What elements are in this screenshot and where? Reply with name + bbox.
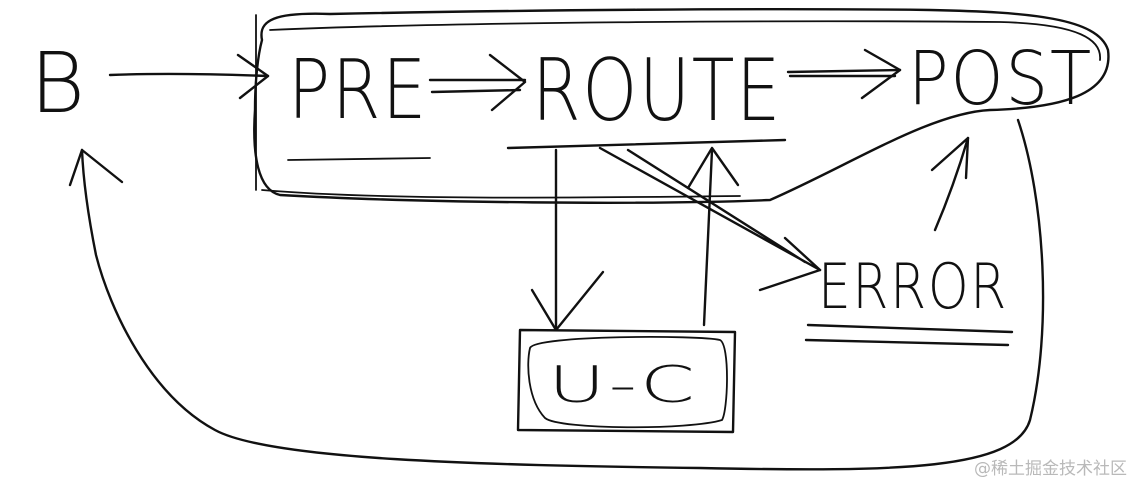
edge-post-to-b-arrowhead <box>68 148 124 187</box>
edge-post-to-b <box>80 118 1045 471</box>
edge-error-to-post-arrowhead <box>930 136 970 180</box>
edge-uc-to-route <box>702 148 714 327</box>
edge-error-to-post <box>933 136 970 232</box>
edge-route-to-post <box>786 68 902 78</box>
edge-route-to-uc-arrowhead <box>530 270 605 332</box>
pre-underline <box>287 157 431 161</box>
pipeline-container <box>253 8 1110 204</box>
node-b: B <box>30 34 87 132</box>
edge-pre-to-route-arrowhead <box>488 53 527 112</box>
uc-box-inner <box>527 336 728 429</box>
route-underline <box>506 138 787 150</box>
error-underline <box>804 323 1014 347</box>
watermark: @稀土掘金技术社区 <box>974 459 1127 479</box>
edge-route-to-error <box>598 146 822 272</box>
node-uc: U-C <box>548 356 698 414</box>
pipeline-container-inner <box>255 14 1101 199</box>
node-error: ERROR <box>818 250 1008 323</box>
edge-b-to-pre <box>108 72 270 78</box>
edge-route-to-error-arrowhead <box>758 236 822 292</box>
node-pre: PRE <box>288 43 428 138</box>
edge-pre-to-route <box>428 78 527 94</box>
edge-route-to-post-arrowhead <box>860 48 902 100</box>
edge-uc-to-route-arrowhead <box>686 146 740 190</box>
edge-b-to-pre-arrowhead <box>236 53 270 100</box>
uc-box <box>516 328 737 434</box>
node-route: ROUTE <box>532 41 782 141</box>
node-post: POST <box>908 36 1093 122</box>
